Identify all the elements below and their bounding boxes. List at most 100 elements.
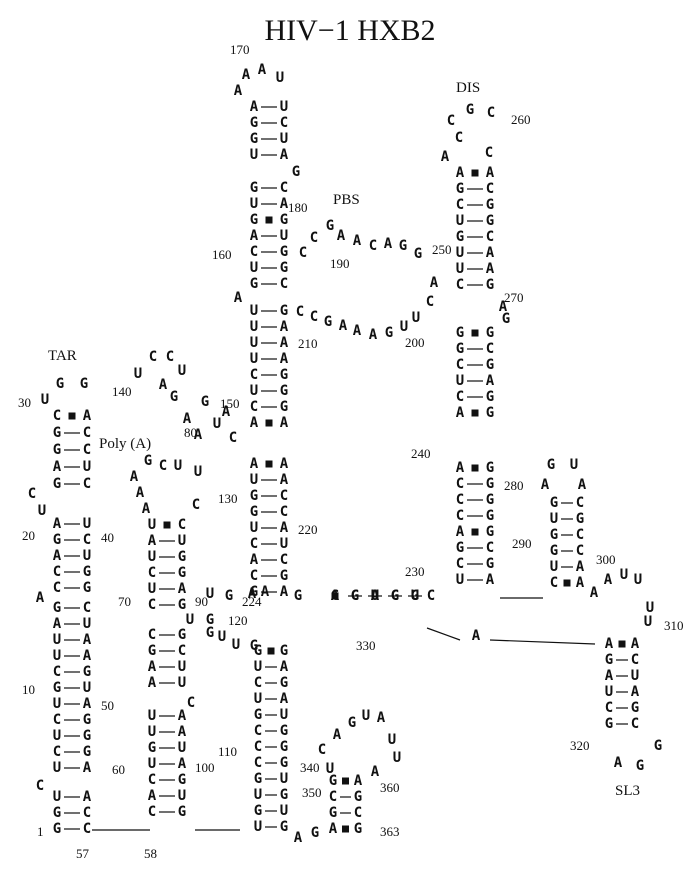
- nucleotide: A: [576, 559, 585, 575]
- nucleotide: U: [148, 708, 156, 724]
- nucleotide: A: [329, 821, 338, 837]
- nucleotide: A: [541, 477, 550, 493]
- nucleotide: A: [178, 581, 187, 597]
- nucleotide: G: [280, 399, 288, 415]
- nucleotide: U: [232, 637, 240, 653]
- nucleotide: G: [53, 821, 61, 837]
- nucleotide: G: [466, 102, 474, 118]
- nucleotide: G: [486, 492, 494, 508]
- nucleotide: A: [576, 575, 585, 591]
- nucleotide: G: [83, 744, 91, 760]
- nucleotide: A: [280, 584, 289, 600]
- nucleotide: G: [486, 476, 494, 492]
- nucleotide: C: [53, 664, 61, 680]
- nucleotide: C: [83, 476, 91, 492]
- nucleotide: G: [399, 238, 407, 254]
- pos-57: 57: [76, 846, 90, 861]
- nucleotide: U: [250, 147, 258, 163]
- nucleotide: U: [83, 548, 91, 564]
- nucleotide: G: [280, 675, 288, 691]
- nucleotide: C: [576, 543, 584, 559]
- nucleotide: A: [250, 456, 259, 472]
- nucleotide: C: [187, 695, 195, 711]
- nucleotide: G: [250, 212, 258, 228]
- nucleotide: G: [631, 700, 639, 716]
- nucleotide: U: [250, 319, 258, 335]
- nucleotide: G: [250, 180, 258, 196]
- nucleotide: A: [333, 727, 342, 743]
- label-dis: DIS: [456, 80, 480, 96]
- nucleotide: C: [53, 580, 61, 596]
- nucleotide: A: [605, 668, 614, 684]
- nucleotide: A: [53, 516, 62, 532]
- nucleotide: A: [578, 477, 587, 493]
- nucleotide: C: [83, 425, 91, 441]
- nucleotide: G: [250, 276, 258, 292]
- noncanonical-pair-mark: [618, 640, 626, 648]
- label-tar: TAR: [48, 348, 77, 364]
- nucleotide: G: [201, 394, 209, 410]
- nucleotide: G: [280, 723, 288, 739]
- nucleotide: G: [178, 772, 186, 788]
- nucleotide: G: [486, 325, 494, 341]
- nucleotide: A: [222, 404, 231, 420]
- nucleotide: G: [250, 504, 258, 520]
- connector-lines: [92, 597, 596, 831]
- nucleotide: A: [280, 351, 289, 367]
- nucleotide: A: [83, 408, 92, 424]
- nucleotide: G: [486, 213, 494, 229]
- nucleotide: U: [631, 668, 639, 684]
- nucleotide: U: [186, 612, 194, 628]
- nucleotide: G: [605, 716, 613, 732]
- nucleotide: C: [250, 244, 258, 260]
- nucleotide: U: [393, 750, 401, 766]
- nucleotide: C: [426, 294, 434, 310]
- nucleotide: C: [456, 556, 464, 572]
- nucleotide: G: [254, 771, 262, 787]
- nucleotide: G: [144, 453, 152, 469]
- nucleotide: G: [329, 805, 337, 821]
- nucleotide: U: [178, 788, 186, 804]
- nucleotide: U: [83, 459, 91, 475]
- nucleotide: G: [178, 549, 186, 565]
- nucleotide: C: [427, 588, 435, 604]
- noncanonical-pair-mark: [267, 647, 275, 655]
- nucleotide: A: [605, 636, 614, 652]
- nucleotide: C: [369, 238, 377, 254]
- noncanonical-pair-mark: [471, 329, 479, 337]
- nucleotide: G: [354, 821, 362, 837]
- nucleotide: U: [250, 260, 258, 276]
- nucleotide: C: [254, 675, 262, 691]
- nucleotide: C: [486, 341, 494, 357]
- nucleotide: G: [324, 314, 332, 330]
- nucleotide: U: [456, 261, 464, 277]
- nucleotide: C: [455, 130, 463, 146]
- nucleotide: A: [83, 760, 92, 776]
- pos-224: 224: [242, 594, 262, 609]
- nucleotide: A: [53, 616, 62, 632]
- nucleotide: C: [250, 399, 258, 415]
- nucleotide: G: [456, 540, 464, 556]
- nucleotide: G: [456, 181, 464, 197]
- nucleotide: G: [280, 739, 288, 755]
- nucleotide: A: [148, 675, 157, 691]
- nucleotide: A: [280, 319, 289, 335]
- noncanonical-pair-mark: [563, 579, 571, 587]
- pos-310: 310: [664, 618, 684, 633]
- nucleotide: G: [280, 643, 288, 659]
- pos-280: 280: [504, 478, 524, 493]
- nucleotide: U: [280, 707, 288, 723]
- nucleotide: A: [369, 327, 378, 343]
- nucleotide: C: [486, 181, 494, 197]
- nucleotide: A: [250, 99, 259, 115]
- noncanonical-pair-mark: [471, 528, 479, 536]
- nucleotide: C: [192, 497, 200, 513]
- pos-250: 250: [432, 242, 452, 257]
- nucleotide: C: [354, 805, 362, 821]
- nucleotide: A: [242, 67, 251, 83]
- noncanonical-pair-mark: [471, 409, 479, 417]
- nucleotide: A: [83, 648, 92, 664]
- nucleotide: G: [83, 728, 91, 744]
- pos-170: 170: [230, 42, 250, 57]
- nucleotide: U: [250, 196, 258, 212]
